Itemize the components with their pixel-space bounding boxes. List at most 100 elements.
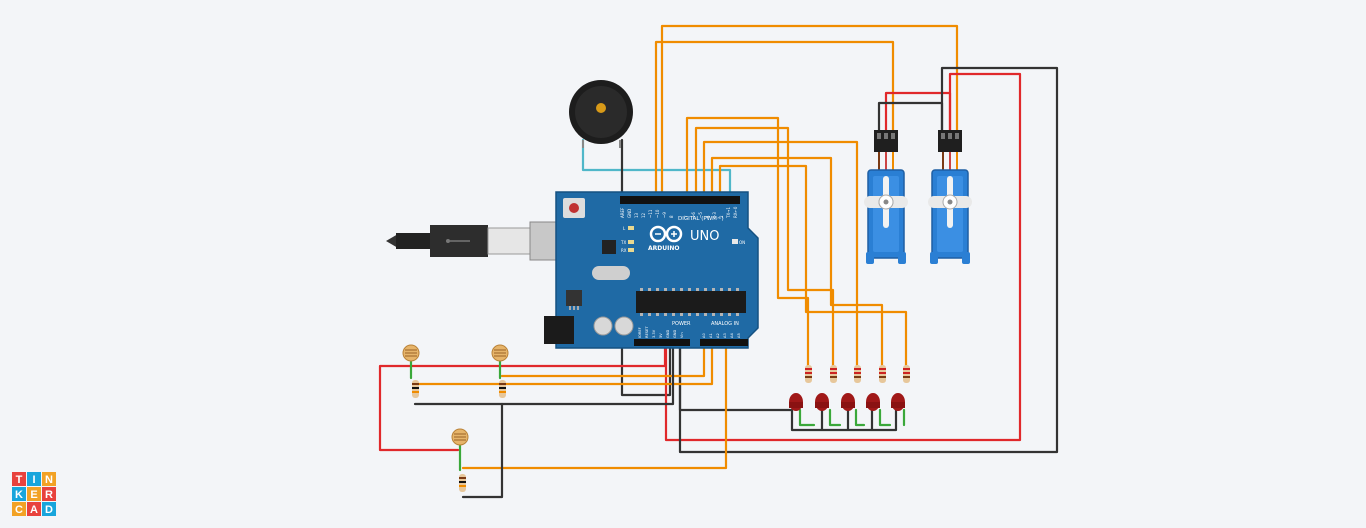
digital-header[interactable] — [620, 196, 740, 204]
servo-motor-1[interactable] — [864, 130, 908, 264]
pin-label-12: 12 — [641, 212, 646, 218]
analog-pin-labels: A0 A1 A2 A3 A4 A5 — [702, 333, 741, 338]
reset-button-cap[interactable] — [569, 203, 579, 213]
l-led — [628, 226, 634, 230]
wire-servo2-signal[interactable] — [660, 24, 959, 200]
rx-label: RX — [621, 248, 627, 253]
pin-label-0: RX←0 — [733, 206, 738, 218]
led-resistor-2[interactable] — [830, 365, 837, 383]
l-led-label: L — [623, 226, 626, 231]
wire-led1-signal[interactable] — [685, 116, 810, 367]
pin-label-a3: A3 — [723, 333, 727, 338]
led-4[interactable] — [866, 393, 880, 411]
pin-label-9: ~9 — [662, 212, 667, 218]
led-1[interactable] — [789, 393, 803, 411]
wire-led5-signal[interactable] — [718, 164, 908, 367]
wire-ldr-ground-2[interactable] — [461, 402, 504, 499]
atmega-chip — [636, 291, 746, 313]
logo-letter-c: C — [15, 504, 23, 516]
arduino-logo-icon — [649, 225, 683, 243]
pin-label-7: 7 — [684, 215, 689, 218]
wire-led3-signal[interactable] — [702, 140, 859, 367]
pin-label-vin: Vin — [680, 332, 684, 338]
ldr-resistor-3[interactable] — [459, 474, 466, 492]
analog-header[interactable] — [700, 339, 748, 346]
usb-cable[interactable] — [386, 221, 573, 261]
photoresistor-1[interactable] — [402, 344, 420, 362]
voltage-regulator — [566, 290, 582, 306]
atmega-pins — [640, 288, 739, 316]
pin-label-gnd: GND — [627, 209, 632, 218]
digital-pin-labels: AREF GND 13 12 ~11 ~10 ~9 8 7 ~6 ~5 4 ~3… — [620, 206, 738, 219]
photoresistor-3[interactable] — [451, 428, 469, 446]
wire-led-ground[interactable] — [678, 340, 898, 432]
pin-label-5: ~5 — [698, 212, 703, 218]
led-resistor-1[interactable] — [805, 365, 812, 383]
wire-led-anodes[interactable] — [798, 408, 906, 427]
logo-letter-a: A — [30, 504, 38, 516]
crystal — [592, 266, 630, 280]
wire-servo-ground-main[interactable] — [678, 66, 1059, 454]
logo-letter-k: K — [15, 489, 23, 501]
pin-label-4: 4 — [705, 215, 710, 218]
led-resistors — [805, 365, 910, 383]
pin-label-a0: A0 — [702, 333, 706, 338]
led-5[interactable] — [891, 393, 905, 411]
led-resistor-4[interactable] — [879, 365, 886, 383]
power-jack[interactable] — [544, 316, 574, 344]
pin-label-ioref: IOREF — [638, 327, 642, 338]
photoresistor-2[interactable] — [491, 344, 509, 362]
logo-tile-3 — [12, 487, 26, 501]
wire-ldr2-signal[interactable] — [500, 340, 706, 378]
servo-motor-2[interactable] — [928, 130, 972, 264]
wire-servo1-power[interactable] — [884, 91, 952, 132]
ldr-resistor-2[interactable] — [499, 380, 506, 398]
led-2[interactable] — [815, 393, 829, 411]
led-resistor-5[interactable] — [903, 365, 910, 383]
power-label: POWER — [672, 321, 691, 327]
pin-label-3v3: 3.3V — [652, 329, 656, 338]
wire-ldr3-signal[interactable] — [461, 340, 728, 470]
logo-letter-n: N — [45, 474, 53, 486]
ldr-resistor-1[interactable] — [412, 380, 419, 398]
logo-tile-8 — [42, 502, 56, 516]
wire-servo1-signal[interactable] — [654, 40, 895, 200]
led-resistor-3[interactable] — [854, 365, 861, 383]
logo-letter-t: T — [16, 474, 23, 486]
usb-icon — [446, 239, 470, 243]
wire-servo1-ground[interactable] — [877, 101, 944, 132]
pin-label-aref: AREF — [620, 207, 625, 218]
pin-label-reset: RESET — [645, 326, 649, 338]
on-led — [732, 239, 738, 244]
pin-label-11: ~11 — [648, 209, 653, 218]
pin-label-3: ~3 — [712, 212, 717, 218]
tx-label: TX — [620, 240, 626, 245]
logo-tile-6 — [12, 502, 26, 516]
logo-tile-1 — [27, 472, 41, 486]
on-label: ON — [739, 240, 745, 245]
wire-led2-signal[interactable] — [694, 126, 835, 367]
wire-ldr-power[interactable] — [378, 340, 667, 452]
capacitor-2 — [614, 316, 634, 336]
analog-label: ANALOG IN — [711, 321, 739, 327]
capacitor-1 — [593, 316, 613, 336]
wire-servo-power-main[interactable] — [664, 72, 1022, 442]
wire-ldr1-signal[interactable] — [413, 340, 714, 386]
piezo-buzzer[interactable] — [569, 80, 633, 148]
logo-letter-e: E — [30, 489, 37, 501]
pin-label-gnd-2: GND — [673, 330, 677, 338]
tinkercad-logo[interactable]: T I N K E R C A D — [12, 472, 56, 516]
led-3[interactable] — [841, 393, 855, 411]
pin-label-2: 2 — [719, 215, 724, 218]
usb-chip — [602, 240, 616, 254]
board-model-label: UNO — [690, 229, 719, 244]
logo-tile-0 — [12, 472, 26, 486]
power-header[interactable] — [634, 339, 690, 346]
pin-label-5v: 5V — [659, 333, 663, 338]
pin-label-gnd-1: GND — [666, 330, 670, 338]
arduino-uno-board[interactable]: AREF GND 13 12 ~11 ~10 ~9 8 7 ~6 ~5 4 ~3… — [544, 191, 759, 349]
digital-label: DIGITAL (PWM~) — [678, 216, 724, 222]
wire-led4-signal[interactable] — [710, 156, 884, 367]
pin-label-1: TX→1 — [726, 206, 731, 219]
